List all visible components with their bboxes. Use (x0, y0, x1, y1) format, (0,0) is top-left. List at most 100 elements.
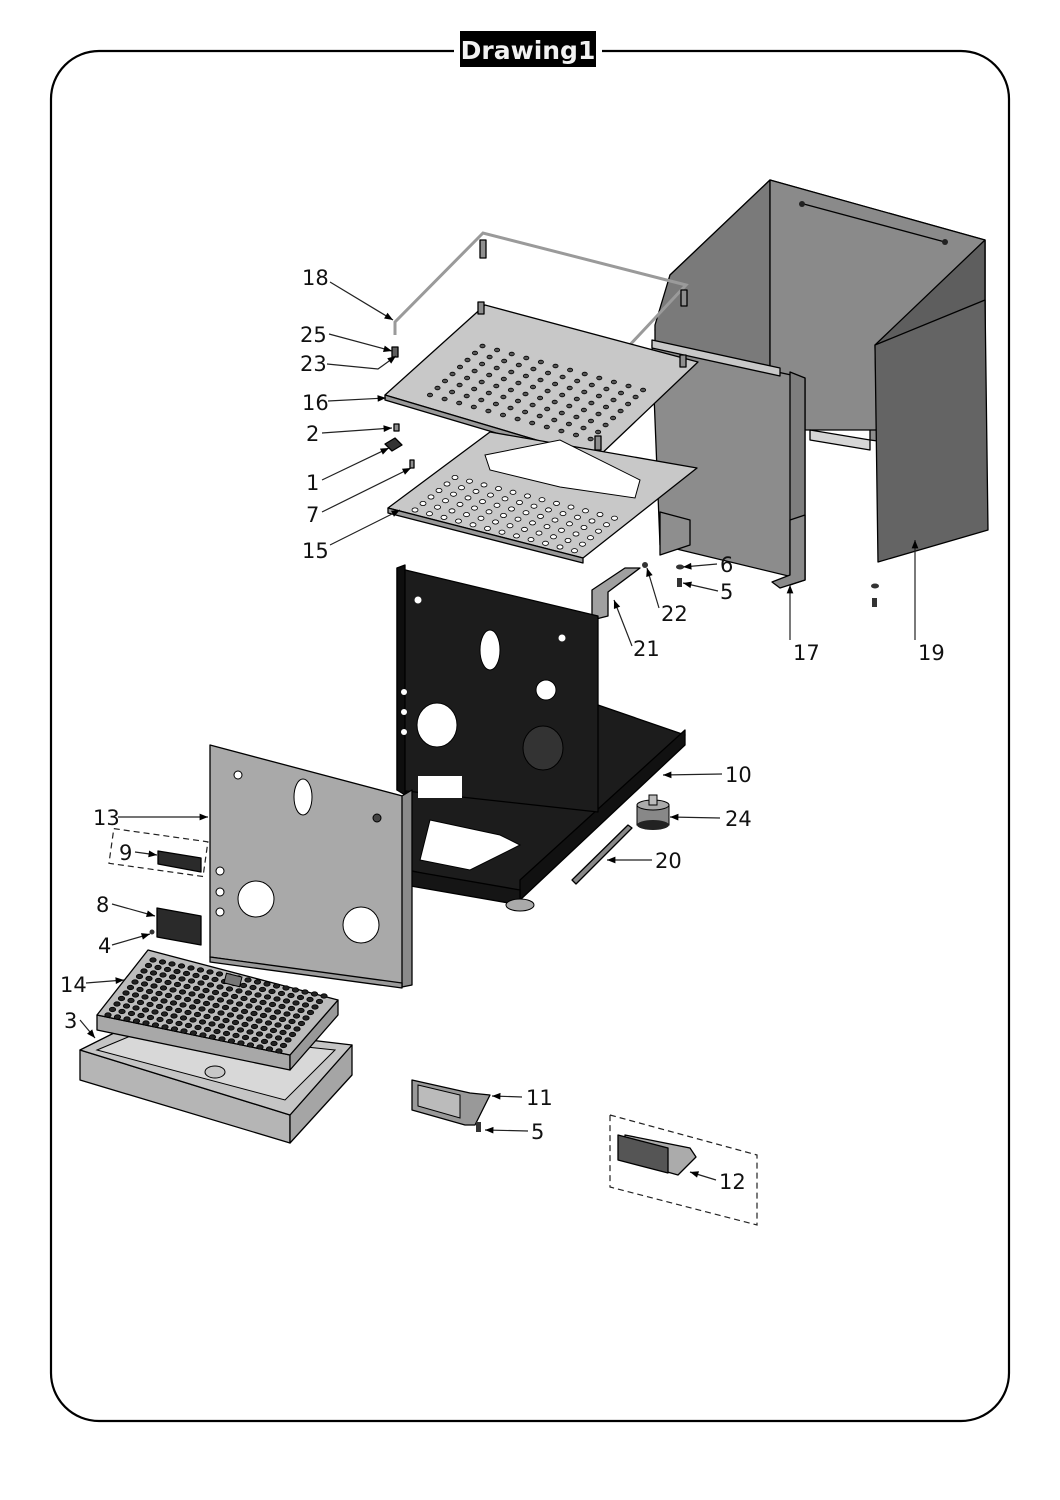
perforation-hole (566, 385, 573, 391)
perforation-hole (543, 424, 550, 430)
perforation-hole (450, 491, 457, 497)
perforation-hole (264, 1007, 272, 1013)
perforation-hole (301, 1002, 310, 1008)
perforation-hole (296, 994, 305, 1001)
perforation-hole (529, 402, 536, 408)
perforation-hole (131, 979, 139, 985)
perforation-hole (168, 961, 176, 967)
perforation-hole (545, 507, 552, 513)
perforation-hole (188, 1004, 197, 1010)
perforation-hole (127, 1010, 136, 1017)
perforation-hole (136, 999, 145, 1006)
perforation-hole (251, 1036, 259, 1043)
perforation-hole (150, 983, 158, 989)
perforation-hole (270, 1040, 278, 1047)
perforation-hole (221, 1004, 230, 1011)
perforation-hole (113, 1014, 122, 1020)
perforation-hole (573, 432, 580, 438)
callout-5-upper: 5 (720, 580, 733, 604)
perforation-hole (196, 967, 205, 973)
perforation-hole (535, 530, 543, 536)
perforation-hole (202, 1000, 211, 1007)
perforation-hole (211, 976, 219, 983)
perforation-hole (255, 1031, 264, 1037)
perforation-hole (146, 1001, 154, 1008)
perforation-hole (571, 548, 578, 554)
perforation-hole (241, 1021, 249, 1028)
perforation-hole (552, 363, 559, 369)
perforation-hole (522, 391, 529, 397)
perforation-hole (311, 1004, 319, 1010)
perforation-hole (486, 354, 493, 360)
perforation-hole (537, 395, 544, 401)
perforation-hole (211, 989, 220, 996)
leader-lines (79, 281, 919, 1181)
perforation-hole (161, 1024, 169, 1030)
perforation-hole (493, 383, 500, 389)
perforation-hole (283, 1024, 292, 1030)
perforation-hole (610, 397, 617, 403)
perforation-hole (108, 1006, 117, 1013)
perforation-hole (177, 963, 186, 969)
perforation-hole (131, 992, 140, 998)
perforation-hole (140, 968, 148, 974)
perforation-hole (572, 531, 580, 537)
perforation-hole (192, 985, 201, 992)
perforation-hole (566, 521, 573, 527)
perforation-hole (164, 992, 173, 999)
perforation-hole (145, 975, 153, 982)
perforation-hole (208, 1034, 217, 1040)
perforation-hole (239, 982, 248, 989)
perforation-hole (256, 1044, 264, 1050)
perforation-hole (564, 538, 572, 544)
perforation-hole (174, 1007, 183, 1014)
perforation-hole (581, 371, 588, 377)
fastener-parts-upper (384, 346, 415, 469)
perforation-hole (427, 494, 435, 500)
part-15-lower-plate (387, 431, 698, 564)
perforation-hole (278, 1003, 286, 1010)
perforation-hole (263, 994, 272, 1000)
perforation-hole (595, 528, 602, 534)
part-12-cover (609, 1114, 758, 1226)
perforation-hole (552, 381, 559, 387)
perforation-hole (188, 991, 196, 997)
perforation-hole (199, 1032, 207, 1038)
perforation-hole (435, 487, 443, 493)
perforation-hole (236, 1027, 245, 1033)
perforation-hole (551, 517, 559, 523)
perforation-hole (206, 982, 215, 988)
perforation-hole (235, 1001, 244, 1007)
perforation-hole (212, 1015, 221, 1022)
perforation-hole (265, 1046, 274, 1052)
perforation-hole (472, 488, 480, 494)
perforation-hole (501, 496, 509, 502)
perforation-hole (246, 1042, 255, 1048)
perforation-hole (529, 420, 536, 426)
callout-3: 3 (64, 1009, 77, 1033)
perforation-hole (245, 1003, 253, 1009)
perforation-hole (122, 1003, 131, 1009)
perforation-hole (187, 978, 196, 984)
perforation-hole (273, 996, 281, 1002)
perforation-hole (236, 1014, 244, 1020)
perforation-hole (440, 514, 448, 520)
perforation-hole (544, 388, 551, 394)
perforation-hole (567, 504, 575, 510)
perforation-hole (221, 991, 229, 998)
perforation-hole (479, 361, 486, 367)
perforation-hole (508, 351, 515, 357)
perforation-hole (537, 513, 544, 519)
perforation-hole (640, 387, 647, 393)
perforation-hole (279, 1029, 287, 1036)
perforation-hole (169, 1000, 178, 1006)
part-14-grate (96, 949, 339, 1071)
perforation-hole (595, 429, 602, 435)
perforation-hole (618, 390, 625, 396)
perforation-hole (508, 506, 515, 512)
perforation-hole (588, 518, 596, 524)
perforation-hole (164, 979, 172, 986)
perforation-hole (515, 362, 522, 368)
perforation-hole (625, 383, 632, 389)
perforation-hole (456, 501, 464, 507)
